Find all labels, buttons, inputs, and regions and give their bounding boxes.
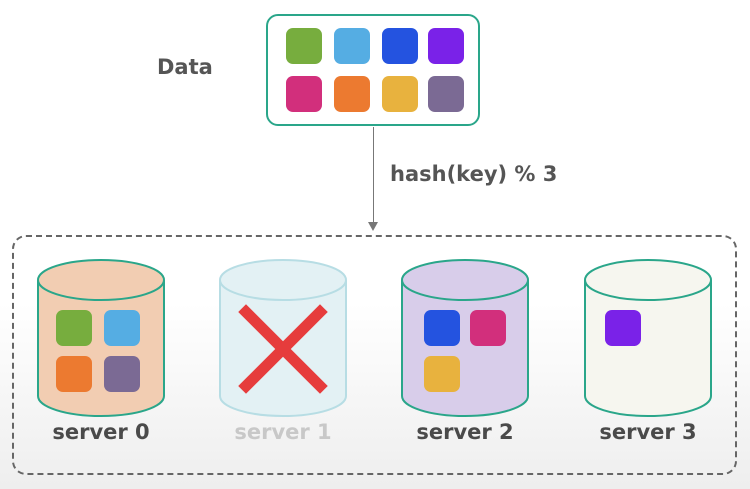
server-item: [424, 310, 460, 346]
cylinder-top: [584, 259, 712, 301]
data-item: [286, 76, 322, 112]
data-item: [286, 28, 322, 64]
hash-arrow-head: [368, 222, 378, 231]
server-3-cylinder: [583, 258, 713, 418]
server-0-label: server 0: [52, 420, 150, 444]
data-item: [382, 76, 418, 112]
server-1-cylinder: [218, 258, 348, 418]
server-item: [424, 356, 460, 392]
data-label: Data: [157, 55, 213, 79]
cylinder-top: [401, 259, 529, 301]
server-item: [56, 356, 92, 392]
server-3-label: server 3: [599, 420, 697, 444]
server-item: [104, 310, 140, 346]
hash-function-label: hash(key) % 3: [390, 162, 558, 186]
hash-arrow-line: [373, 127, 374, 225]
server-item: [56, 310, 92, 346]
data-box: [266, 14, 480, 126]
offline-cross-icon: [238, 304, 328, 394]
server-item: [104, 356, 140, 392]
data-item: [382, 28, 418, 64]
server-item: [605, 310, 641, 346]
data-item: [428, 76, 464, 112]
cylinder-top: [37, 259, 165, 301]
data-item: [334, 76, 370, 112]
server-cluster: [12, 235, 737, 475]
server-0-cylinder: [36, 258, 166, 418]
data-item: [428, 28, 464, 64]
server-item: [470, 310, 506, 346]
data-item: [334, 28, 370, 64]
server-2-label: server 2: [416, 420, 514, 444]
server-1-label: server 1: [234, 420, 332, 444]
server-2-cylinder: [400, 258, 530, 418]
cylinder-top: [219, 259, 347, 301]
